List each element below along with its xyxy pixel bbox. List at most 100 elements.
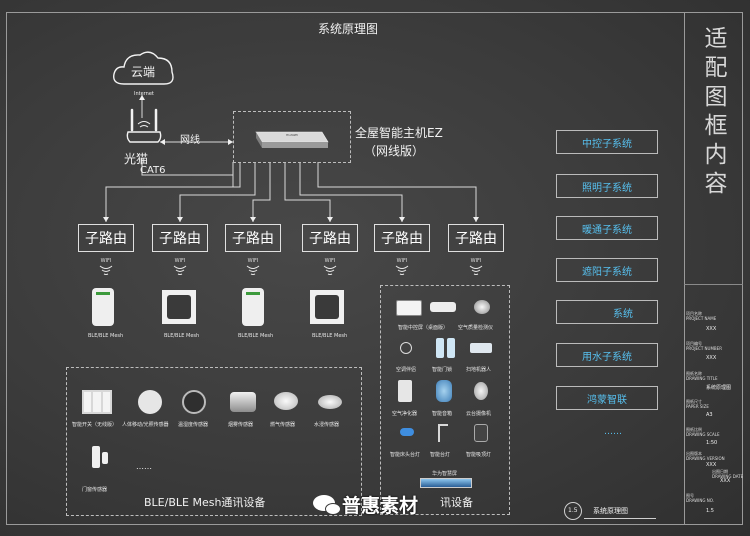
wifi-label-6: WIFI [470,258,482,264]
door-sensor-magnet-icon [102,452,108,464]
wifi-device-label-8: 云台摄像机 [466,411,492,417]
cloud-label: 云端 [131,65,156,79]
gateway-label-4: BLE/BLE Mesh [312,333,348,339]
control-screen-icon-2 [430,302,456,312]
host-label: 全屋智能主机EZ [355,126,443,140]
tb-project-number-label: 项目编号 PROJECT NUMBER [686,341,722,351]
router-3: 子路由 [225,224,281,252]
diagram-title: 系统原理图 [318,22,379,36]
tb-date-label: 出图日期 DRAWING DATE [712,469,744,479]
smoke-sensor-icon [230,392,256,412]
motion-sensor-icon [138,390,162,414]
smart-speaker-icon [436,380,452,402]
side-title-char-2: 配 [704,55,728,81]
subsystem-more: …… [604,427,622,437]
drawing-number: 1.5 [568,507,578,514]
cloud-icon [113,51,174,85]
ceiling-lamp-icon [474,424,488,442]
plug-gateway-icon [242,288,264,326]
plug-gateway-icon [92,288,114,326]
host-brand-text: HUAWEI [286,133,299,137]
tb-project-name-label: 项目名称 PROJECT NAME [686,311,717,321]
door-sensor-icon [92,446,100,468]
title-block-top-rule [684,284,743,285]
wifi-device-label-1: 智能中控屏（桌面版） [398,325,449,331]
side-title-char-4: 框 [704,113,728,139]
subsystem-partial: 系统 [556,300,658,324]
wifi-device-label-9: 智能床头台灯 [390,452,421,458]
internet-label: Internet [134,91,154,97]
tb-drawing-title-value: 系统原理图 [706,385,732,391]
gas-sensor-icon [274,392,298,410]
ble-device-label-6: 水浸传感器 [314,422,340,428]
wifi-device-label-6: 空气净化器 [392,411,418,417]
wifi-label-2: WIFI [174,258,186,264]
side-title-char-6: 容 [704,171,728,197]
ble-device-label-1: 智能开关（无线版） [72,422,118,428]
tb-version-label: 出图版本 DRAWING VERSION [686,451,725,461]
tb-scale-value: 1:50 [706,440,718,446]
wifi-icon [323,265,337,275]
door-lock-icon-2 [447,338,455,358]
tb-version-value: XXX [706,462,717,468]
tb-paper-size-label: 图纸尺寸 PAPER SIZE [686,399,709,409]
thermo-sensor-icon [182,390,206,414]
camera-icon [474,382,488,400]
tb-date-value: XXX [720,478,731,484]
drawing-number-circle [564,502,582,520]
tb-scale-label: 图纸比例 DRAWING SCALE [686,427,720,437]
side-title-char-1: 适 [704,26,728,52]
robot-vacuum-icon [470,343,492,353]
wifi-label-5: WIFI [396,258,408,264]
watermark-text: 普惠素材 [342,495,419,517]
wifi-label-1: WIFI [100,258,112,264]
wifi-label-4: WIFI [324,258,336,264]
wifi-icon [246,265,260,275]
ble-group-title: BLE/BLE Mesh通讯设备 [144,496,266,509]
ble-device-group [66,367,362,516]
panel-gateway-icon [162,290,196,324]
router-4: 子路由 [302,224,358,252]
ble-device-label-3: 温湿度传感器 [178,422,209,428]
gateway-label-2: BLE/BLE Mesh [164,333,200,339]
tb-drawing-no-label: 图号 DRAWING NO. [686,493,714,503]
wifi-label-3: WIFI [247,258,259,264]
drawing-frame [6,12,743,525]
cat6-label: CAT6 [140,165,166,176]
host-box [233,111,351,163]
wifi-device-label-4: 智能门锁 [432,367,453,373]
tb-drawing-title-label: 图纸名称 DRAWING TITLE [686,371,718,381]
footer-drawing-title: 系统原理图 [593,507,628,515]
subsystem-harmony: 鸿蒙智联 [556,386,658,410]
wifi-device-label-3: 空调伴侣 [396,367,417,373]
subsystem-lighting: 照明子系统 [556,174,658,198]
air-monitor-icon [474,300,490,314]
wechat-icon-bubble [325,503,341,515]
wifi-icon [99,265,113,275]
side-title-char-3: 图 [704,84,728,110]
wifi-device-label-10: 智能台灯 [430,452,451,458]
smart-screen-icon [420,478,472,488]
modem-label: 光猫 [124,152,149,166]
wifi-device-group [380,285,510,515]
router-1: 子路由 [78,224,134,252]
subsystem-control: 中控子系统 [556,130,658,154]
wifi-device-label-5: 扫地机器人 [466,367,492,373]
ble-more-ellipsis: …… [136,462,152,471]
water-sensor-icon [318,395,342,409]
modem-icon [126,108,162,143]
bedside-lamp-icon [400,428,414,436]
tb-paper-size-value: A3 [706,412,713,418]
gateway-label-3: BLE/BLE Mesh [238,333,274,339]
router-6: 子路由 [448,224,504,252]
wifi-device-label-12: 华为智慧屏 [432,471,458,477]
side-title-char-5: 内 [704,142,728,168]
tb-drawing-no-value: 1.5 [706,508,714,514]
title-strip-divider [684,12,685,525]
tb-project-name-value: XXX [706,326,717,332]
control-screen-icon [396,300,422,316]
wall-switch-icon [82,390,112,414]
